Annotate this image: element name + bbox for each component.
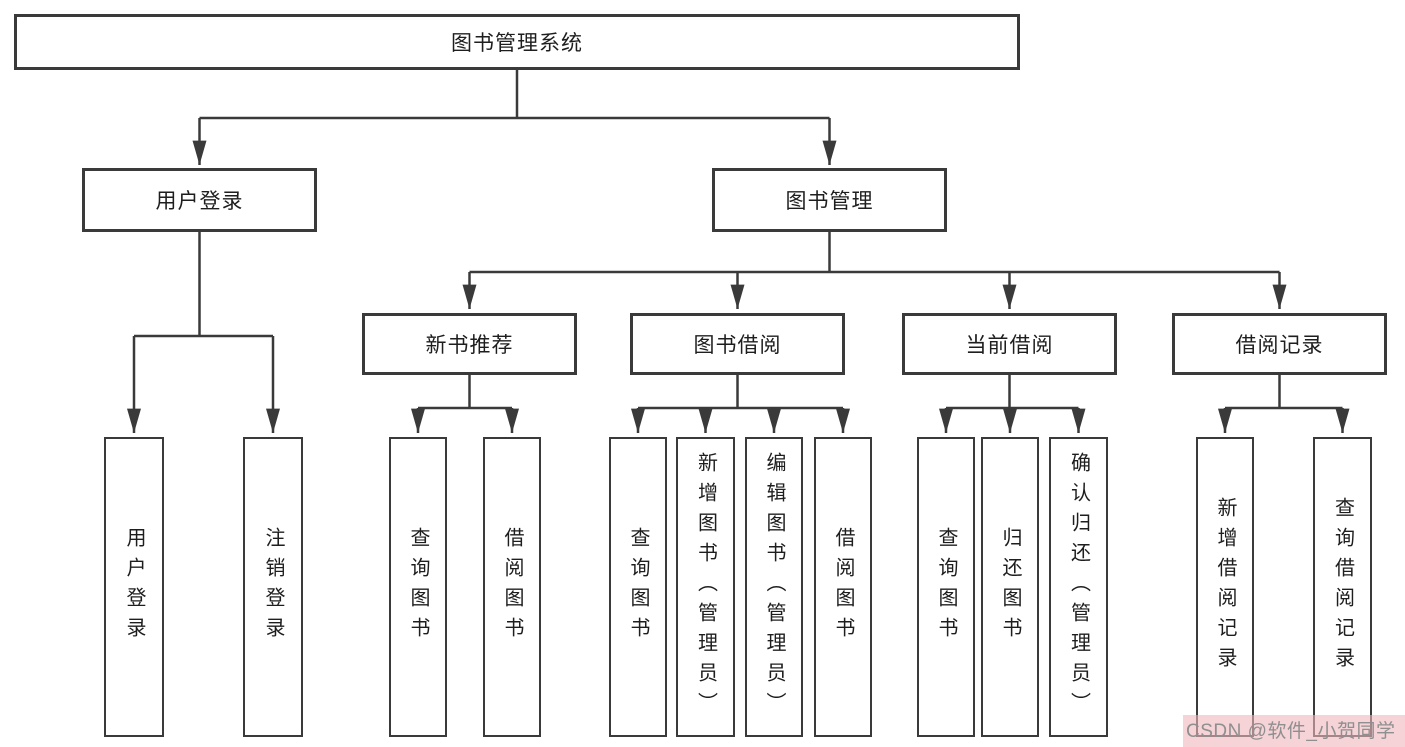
leaf-borrow-query-books: 查询图书 xyxy=(609,437,667,737)
leaf-query-borrow-record: 查询借阅记录 xyxy=(1313,437,1372,737)
node-current-borrowing: 当前借阅 xyxy=(902,313,1117,375)
leaf-add-borrow-record: 新增借阅记录 xyxy=(1196,437,1254,737)
leaf-edit-books-admin: 编辑图书（管理员） xyxy=(745,437,803,737)
leaf-user-login: 用户登录 xyxy=(104,437,164,737)
leaf-return-books: 归还图书 xyxy=(981,437,1039,737)
leaf-borrow-books: 借阅图书 xyxy=(814,437,872,737)
leaf-add-books-admin: 新增图书（管理员） xyxy=(676,437,735,737)
watermark-background xyxy=(1183,715,1405,747)
leaf-cur-query-books: 查询图书 xyxy=(917,437,975,737)
node-book-borrowing: 图书借阅 xyxy=(630,313,845,375)
node-system-root: 图书管理系统 xyxy=(14,14,1020,70)
leaf-logout: 注销登录 xyxy=(243,437,303,737)
node-book-management: 图书管理 xyxy=(712,168,947,232)
leaf-confirm-return-admin: 确认归还（管理员） xyxy=(1049,437,1108,737)
node-new-book-recommend: 新书推荐 xyxy=(362,313,577,375)
leaf-rec-borrow-books: 借阅图书 xyxy=(483,437,541,737)
node-borrowing-records: 借阅记录 xyxy=(1172,313,1387,375)
node-user-login: 用户登录 xyxy=(82,168,317,232)
leaf-rec-query-books: 查询图书 xyxy=(389,437,447,737)
watermark-text: CSDN @软件_小贺同学 xyxy=(1186,721,1396,742)
